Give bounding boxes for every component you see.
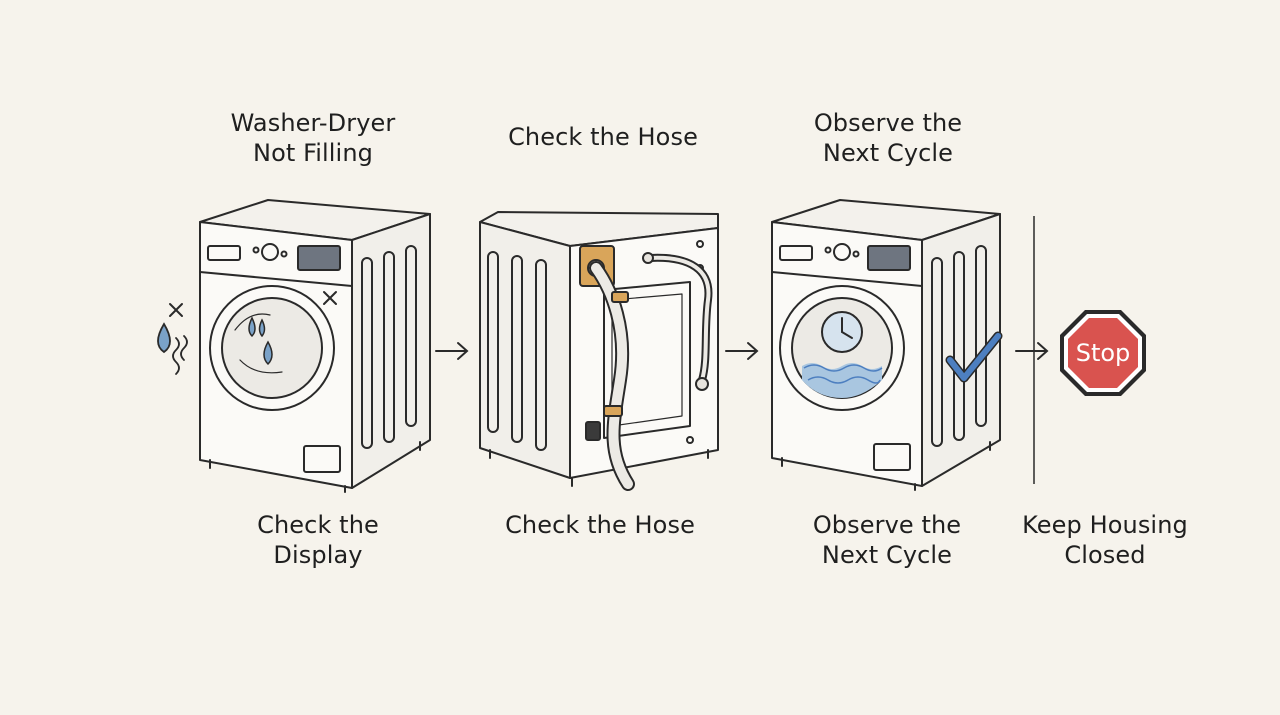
stop-sign-text: Stop [1076, 339, 1131, 367]
step-1-top-label: Washer-Dryer Not Filling [230, 109, 396, 167]
washer-front-1 [199, 199, 431, 493]
clock-icon [821, 311, 863, 353]
arrow-right-icon [1015, 342, 1049, 360]
step-2-bottom-label: Check the Hose [505, 511, 695, 539]
stop-sign-icon: Stop [1060, 310, 1146, 396]
arrow-right-icon [435, 342, 469, 360]
step-2-top-label: Check the Hose [508, 123, 698, 151]
stop-sign-fill [1068, 318, 1138, 388]
step-3-bottom-label: Observe the Next Cycle [812, 511, 962, 569]
washer-front-2 [771, 199, 1001, 491]
arrow-right-icon [725, 342, 759, 360]
step-3-top-label: Observe the Next Cycle [813, 109, 963, 167]
leak-drop-icon [157, 322, 188, 375]
water-level-icon [802, 363, 883, 398]
checkmark-icon [945, 331, 1003, 383]
water-drops-icon [248, 316, 273, 366]
cross-icon [169, 291, 337, 317]
step-4-bottom-label: Keep Housing Closed [1022, 511, 1188, 569]
washer-back [479, 211, 719, 491]
step-1-bottom-label: Check the Display [257, 511, 379, 569]
